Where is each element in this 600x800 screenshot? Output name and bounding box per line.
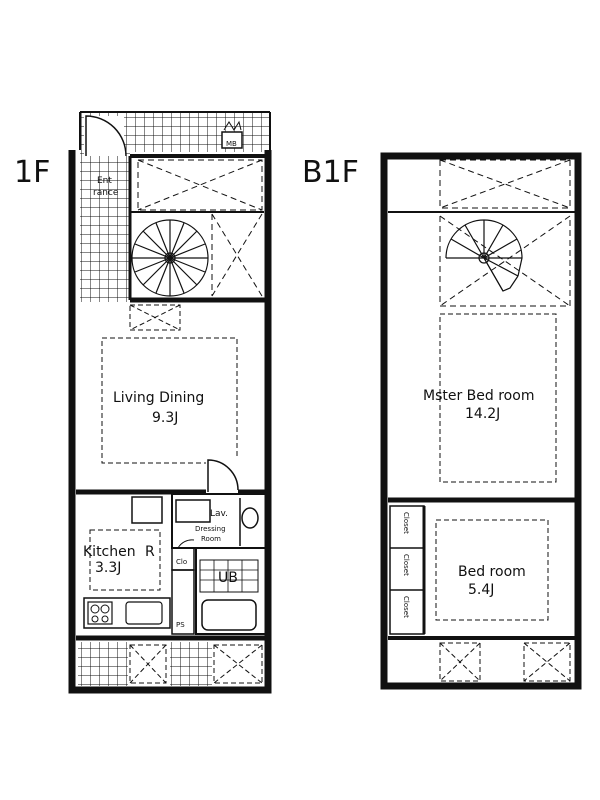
closets-b1f [389, 505, 426, 635]
kitchen-mark: R [145, 544, 155, 560]
kitchen-counter [83, 597, 171, 629]
dry-area-void [439, 159, 571, 209]
unit-bath [195, 547, 267, 635]
kitchen-size: 3.3J [95, 560, 121, 576]
entrance-label-line2: rance [93, 188, 119, 198]
master-bedroom-size: 14.2J [465, 406, 500, 422]
pipe-space-label: PS [176, 621, 185, 629]
stair-void-b1f [439, 215, 571, 307]
entrance-label-line1: Ent [97, 176, 112, 186]
dressing-room-label-1: Dressing [195, 525, 226, 533]
living-dining-size: 9.3J [152, 410, 178, 426]
entrance-door [84, 115, 127, 157]
pipe-space [171, 569, 195, 635]
entrance-tile-floor [80, 150, 130, 302]
kitchen-area [89, 529, 161, 591]
bedroom-area [435, 519, 549, 621]
dry-area-bottom [439, 642, 571, 682]
kitchen-name: Kitchen [83, 544, 136, 560]
bedroom-name: Bed room [458, 564, 526, 580]
floor-1f-plan: 1F MB Ent rance [14, 111, 272, 694]
small-closet-label: Clo [176, 558, 187, 566]
balcony-1f [78, 642, 263, 686]
outer-wall-b1f [380, 152, 582, 690]
dashed-box-below-stair [129, 304, 181, 331]
dressing-room-label-2: Room [201, 535, 221, 543]
closet-label-1: Closet [402, 512, 410, 534]
living-dining-name: Living Dining [113, 390, 204, 406]
master-bedroom-area [439, 313, 557, 483]
stair-void-upper [128, 154, 268, 303]
floor-b1f-label: B1F [302, 155, 359, 190]
floor-1f-label: 1F [14, 155, 50, 190]
unit-bath-label: UB [218, 570, 238, 586]
outer-wall-1f [68, 150, 272, 694]
fridge-space [131, 496, 163, 524]
closet-label-2: Closet [402, 554, 410, 576]
living-dining-area [101, 337, 238, 464]
lavatory-label: Lav. [210, 509, 228, 519]
master-bedroom-name: Mster Bed room [423, 388, 534, 404]
spiral-staircase-1f [131, 219, 209, 297]
water-meter-box: MB [221, 120, 243, 149]
dressing-room-door [206, 458, 239, 494]
spiral-staircase-b1f [445, 219, 523, 292]
bedroom-size: 5.4J [468, 582, 494, 598]
floor-b1f-plan: B1F Mster Bed room 14.2J [302, 152, 582, 690]
closet-label-3: Closet [402, 596, 410, 618]
water-meter-label: MB [226, 140, 237, 148]
